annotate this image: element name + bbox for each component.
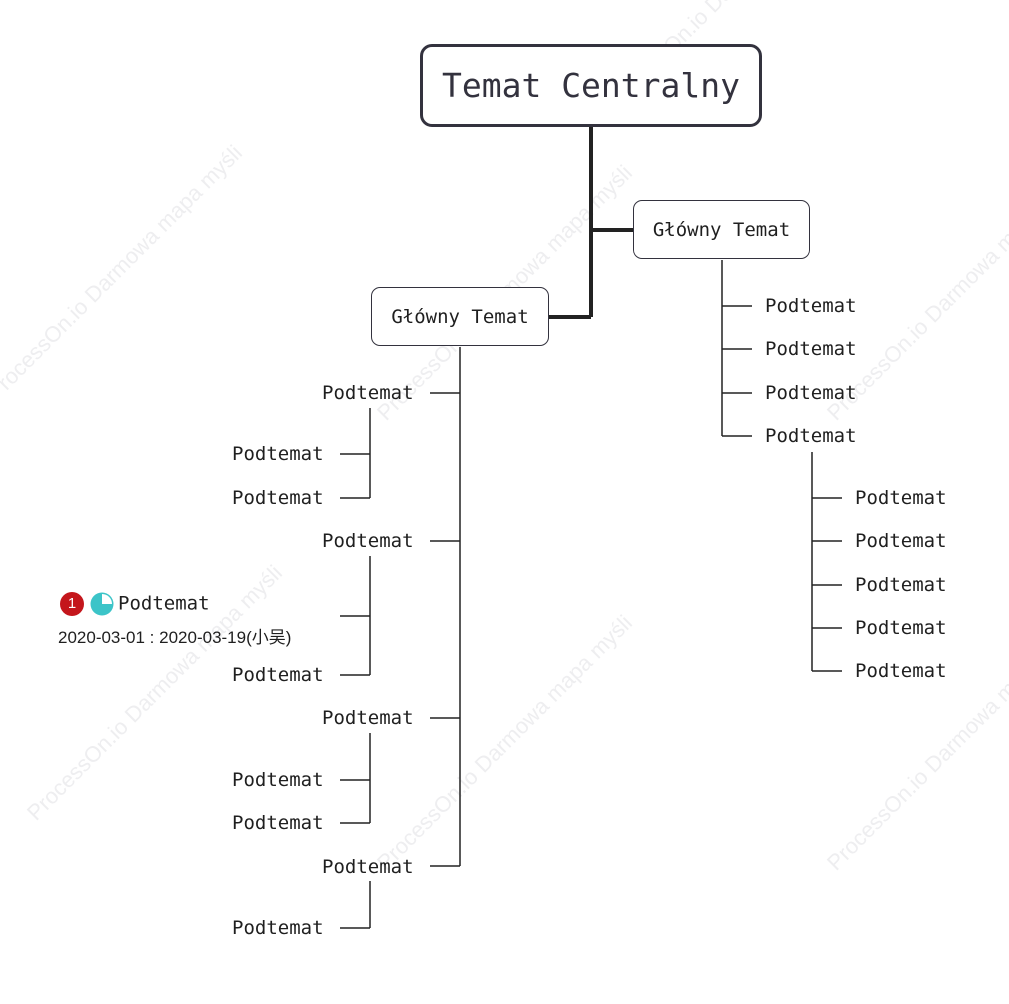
quarter-pie-progress-icon [90,592,114,615]
right-sub-subtopic[interactable]: Podtemat [855,487,947,509]
right-sub-subtopic[interactable]: Podtemat [855,574,947,596]
priority-1-icon: 1 [60,591,84,616]
main-topic-left[interactable]: Główny Temat [371,287,549,346]
special-node-label: Podtemat [118,592,210,615]
right-sub-subtopic[interactable]: Podtemat [855,530,947,552]
main-topic-right[interactable]: Główny Temat [633,200,810,259]
central-topic[interactable]: Temat Centralny [420,44,762,127]
left-sub-subtopic[interactable]: Podtemat [232,664,324,686]
right-subtopic[interactable]: Podtemat [765,338,857,360]
main-topic-label: Główny Temat [391,305,529,328]
main-topic-label: Główny Temat [652,218,791,241]
right-sub-subtopic[interactable]: Podtemat [855,617,947,639]
left-subtopic[interactable]: Podtemat [322,382,414,404]
left-sub-subtopic[interactable]: Podtemat [232,769,324,791]
left-sub-subtopic-with-markers[interactable]: 1 Podtemat [60,590,210,617]
right-subtopic[interactable]: Podtemat [765,295,857,317]
left-subtopic[interactable]: Podtemat [322,530,414,552]
left-sub-subtopic[interactable]: Podtemat [232,487,324,509]
date-range-label: 2020-03-01 : 2020-03-19(小吴) [58,628,292,647]
right-subtopic[interactable]: Podtemat [765,382,857,404]
left-sub-subtopic[interactable]: Podtemat [232,443,324,465]
right-subtopic[interactable]: Podtemat [765,425,857,447]
left-subtopic[interactable]: Podtemat [322,707,414,729]
right-sub-subtopic[interactable]: Podtemat [855,660,947,682]
left-subtopic[interactable]: Podtemat [322,856,414,878]
left-sub-subtopic[interactable]: Podtemat [232,917,324,939]
central-topic-label: Temat Centralny [441,66,740,105]
left-sub-subtopic[interactable]: Podtemat [232,812,324,834]
